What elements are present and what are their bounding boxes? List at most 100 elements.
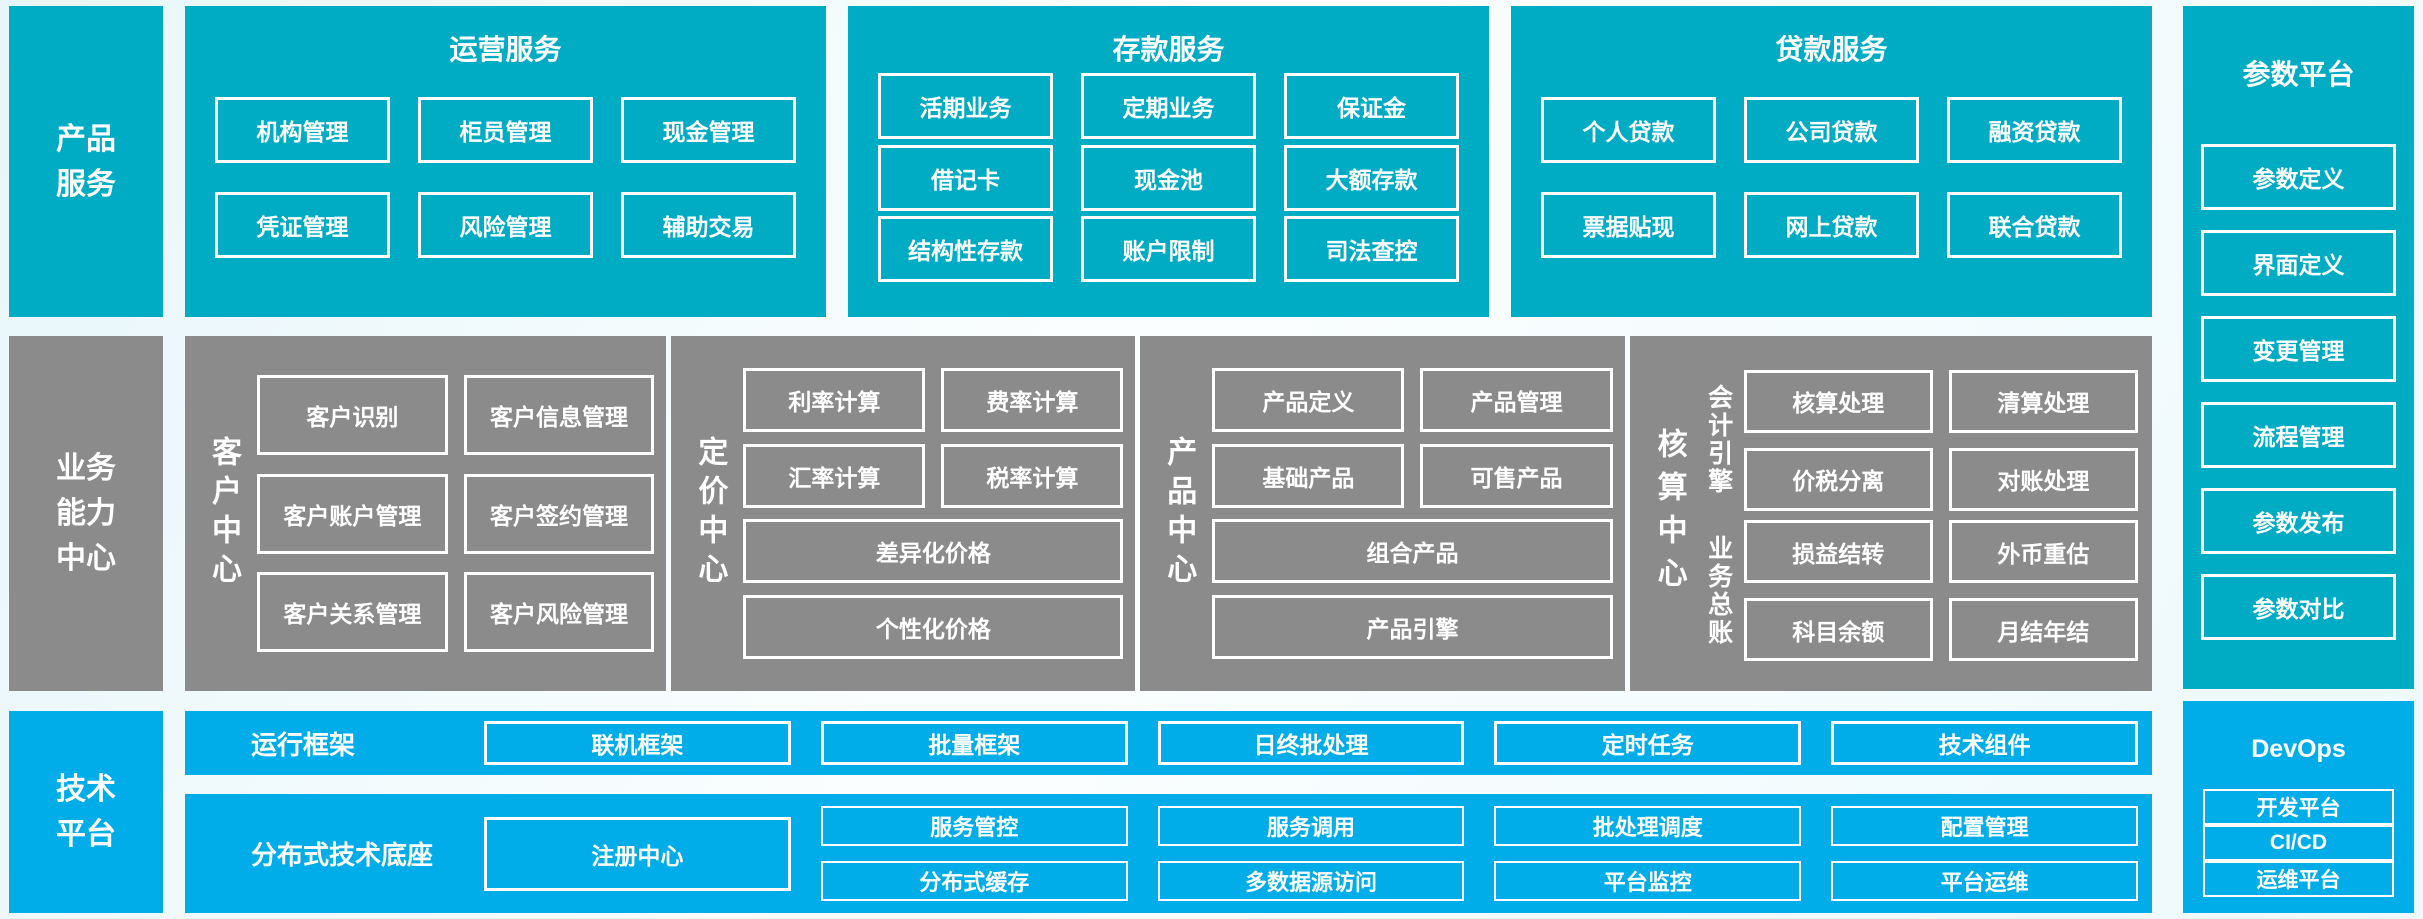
- box-column: 服务调用 多数据源访问: [1157, 806, 1465, 901]
- diagram-box: 费率计算: [941, 367, 1124, 432]
- diagram-box: 服务管控: [820, 806, 1128, 846]
- box-row: 凭证管理 风险管理 辅助交易: [215, 192, 796, 258]
- registry-wrap: 注册中心: [484, 806, 791, 901]
- parameter-platform-section: 参数平台 参数定义 界面定义 变更管理 流程管理 参数发布 参数对比: [2183, 6, 2414, 689]
- diagram-box: 联机框架: [484, 721, 791, 765]
- operations-services-section: 运营服务 机构管理 柜员管理 现金管理 凭证管理 风险管理 辅助交易: [185, 6, 826, 317]
- box-row: 产品定义 产品管理: [1212, 367, 1613, 432]
- technology-stack: 运行框架 联机框架 批量框架 日终批处理 定时任务 技术组件 分布式技术底座 注…: [185, 711, 2152, 913]
- box-grid: 机构管理 柜员管理 现金管理 凭证管理 风险管理 辅助交易: [215, 68, 796, 287]
- box-row: 组合产品: [1212, 519, 1613, 584]
- box-row: 客户识别 客户信息管理: [257, 374, 655, 455]
- diagram-box: 批处理调度: [1494, 806, 1802, 846]
- box-grid: 客户识别 客户信息管理 客户账户管理 客户签约管理 客户关系管理 客户风险管理: [249, 336, 666, 691]
- label-line: 服务: [56, 167, 116, 201]
- box-row: 活期业务 定期业务 保证金: [878, 73, 1459, 140]
- section-title: DevOps: [2251, 735, 2346, 764]
- runtime-framework-bar: 运行框架 联机框架 批量框架 日终批处理 定时任务 技术组件: [185, 711, 2152, 775]
- diagram-box: 多数据源访问: [1157, 861, 1465, 901]
- box-row: 基础产品 可售产品: [1212, 443, 1613, 508]
- label-line: 业务: [56, 452, 116, 485]
- diagram-box: 产品定义: [1212, 367, 1405, 432]
- runtime-framework-label: 运行框架: [251, 729, 356, 760]
- product-center-section: 产品中心 产品定义 产品管理 基础产品 可售产品 组合产品 产品引擎: [1140, 336, 1625, 691]
- box-column: 开发平台 CI/CD 运维平台: [2203, 789, 2394, 897]
- box-column: 批处理调度 平台监控: [1494, 806, 1802, 901]
- diagram-box: 变更管理: [2201, 316, 2396, 383]
- diagram-box: 柜员管理: [418, 97, 593, 163]
- box-row: 科目余额 月结年结: [1743, 598, 2138, 662]
- diagram-box: 批量框架: [820, 721, 1128, 765]
- box-row: 结构性存款 账户限制 司法查控: [878, 215, 1459, 282]
- diagram-box: 配置管理: [1831, 806, 2138, 846]
- product-services-label: 产品 服务: [9, 6, 163, 317]
- capability-centers-row: 业务 能力 中心 客户中心 客户识别 客户信息管理 客户账户管理 客户签约管理: [9, 336, 2152, 691]
- technology-platform-row: 技术 平台 运行框架 联机框架 批量框架 日终批处理 定时任务 技术组件 分布式…: [9, 711, 2152, 913]
- diagram-box: CI/CD: [2203, 825, 2394, 861]
- loan-services-section: 贷款服务 个人贷款 公司贷款 融资贷款 票据贴现 网上贷款 联合贷款: [1511, 6, 2152, 317]
- diagram-box: 现金池: [1081, 144, 1256, 211]
- label-line: 中心: [56, 542, 116, 575]
- diagram-box: 外币重估: [1948, 520, 2138, 584]
- diagram-box: 产品管理: [1420, 367, 1613, 432]
- center-vertical-label: 客户中心: [207, 435, 240, 592]
- label-line: 产品: [56, 122, 116, 156]
- group-vertical-label: 业务总账: [1704, 534, 1733, 647]
- center-vertical-label: 产品中心: [1162, 435, 1196, 592]
- devops-section: DevOps 开发平台 CI/CD 运维平台: [2183, 700, 2414, 913]
- diagram-box: 核算处理: [1743, 369, 1933, 433]
- diagram-box: 界面定义: [2201, 230, 2396, 297]
- diagram-main-area: 产品 服务 运营服务 机构管理 柜员管理 现金管理 凭证管理 风险管理 辅助交易: [9, 6, 2152, 913]
- box-row: 利率计算 费率计算: [743, 367, 1124, 432]
- box-row: 汇率计算 税率计算: [743, 443, 1124, 508]
- diagram-box: 借记卡: [878, 144, 1053, 211]
- diagram-box: 流程管理: [2201, 402, 2396, 469]
- diagram-box: 风险管理: [418, 192, 593, 258]
- product-services-row: 产品 服务 运营服务 机构管理 柜员管理 现金管理 凭证管理 风险管理 辅助交易: [9, 6, 2152, 317]
- diagram-box: 价税分离: [1743, 447, 1933, 511]
- box-column: 配置管理 平台运维: [1831, 806, 2138, 901]
- diagram-box: 大额存款: [1284, 144, 1459, 211]
- box-row: 票据贴现 网上贷款 联合贷款: [1541, 192, 2122, 258]
- diagram-box: 司法查控: [1284, 215, 1459, 282]
- diagram-box: 运维平台: [2203, 861, 2394, 897]
- business-ledger-group: 业务总账 损益结转 外币重估 科目余额 月结年结: [1694, 520, 2138, 662]
- section-title: 贷款服务: [1775, 34, 1888, 65]
- diagram-box: 公司贷款: [1744, 97, 1919, 163]
- box-grid: 活期业务 定期业务 保证金 借记卡 现金池 大额存款 结构性存款 账户限制 司法…: [878, 68, 1459, 287]
- diagram-box: 客户识别: [257, 374, 448, 455]
- group-vertical-label: 会计引擎: [1704, 384, 1733, 497]
- diagram-box: 分布式缓存: [820, 861, 1128, 901]
- diagram-box: 客户风险管理: [463, 572, 655, 653]
- section-title: 运营服务: [449, 34, 562, 65]
- diagram-box: 凭证管理: [215, 192, 390, 258]
- diagram-box: 客户信息管理: [463, 374, 655, 455]
- diagram-box: 基础产品: [1212, 443, 1405, 508]
- pricing-center-section: 定价中心 利率计算 费率计算 汇率计算 税率计算 差异化价格 个性化价格: [671, 336, 1136, 691]
- diagram-box: 机构管理: [215, 97, 390, 163]
- label-line: 能力: [56, 497, 116, 530]
- box-column: 服务管控 分布式缓存: [820, 806, 1128, 901]
- center-vertical-label: 核算中心: [1652, 427, 1686, 600]
- diagram-box: 汇率计算: [743, 443, 926, 508]
- box-row: 机构管理 柜员管理 现金管理: [215, 97, 796, 163]
- box-row: 客户账户管理 客户签约管理: [257, 473, 655, 554]
- diagram-box: 账户限制: [1081, 215, 1256, 282]
- diagram-box: 日终批处理: [1157, 721, 1465, 765]
- box-row: 损益结转 外币重估: [1743, 520, 2138, 584]
- distributed-base-label: 分布式技术底座: [251, 840, 434, 870]
- diagram-box: 辅助交易: [621, 192, 796, 258]
- diagram-box: 活期业务: [878, 73, 1053, 140]
- diagram-box: 保证金: [1284, 73, 1459, 140]
- label-line: 平台: [56, 818, 116, 851]
- diagram-box: 客户账户管理: [257, 473, 448, 554]
- accounting-groups: 会计引擎 核算处理 清算处理 价税分离 对账处理: [1694, 336, 2152, 691]
- distributed-base-section: 分布式技术底座 注册中心 服务管控 分布式缓存 服务调用 多数据源访问 批处理调…: [185, 794, 2152, 913]
- diagram-box: 融资贷款: [1947, 97, 2122, 163]
- diagram-box: 科目余额: [1743, 598, 1933, 662]
- box-row: 借记卡 现金池 大额存款: [878, 144, 1459, 211]
- box-grid: 产品定义 产品管理 基础产品 可售产品 组合产品 产品引擎: [1204, 336, 1624, 691]
- business-capability-label: 业务 能力 中心: [9, 336, 163, 691]
- box-grid: 损益结转 外币重估 科目余额 月结年结: [1743, 520, 2138, 662]
